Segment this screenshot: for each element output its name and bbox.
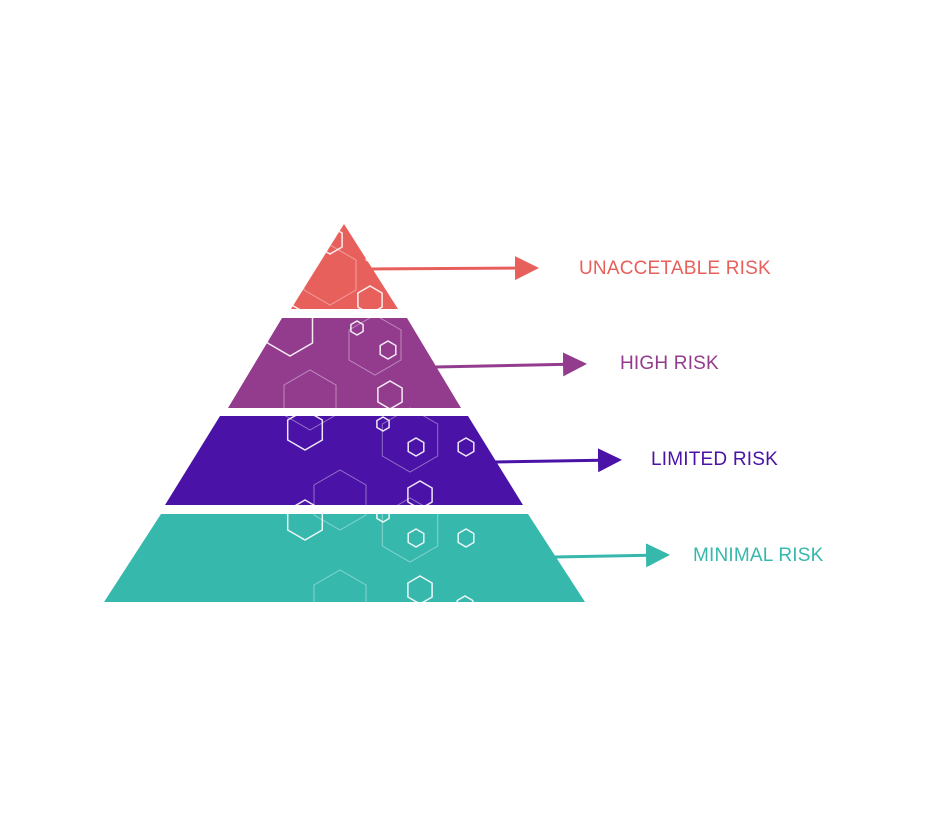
tier-label-limited: LIMITED RISK [651, 449, 778, 470]
tier-label-high: HIGH RISK [620, 353, 719, 374]
hexagon-decoration [357, 285, 383, 309]
tier-shape [291, 224, 398, 309]
arrow-minimal [554, 543, 670, 568]
hexagon-decoration [407, 528, 425, 548]
hexagon-decoration [456, 595, 474, 602]
hexagon-decoration [366, 245, 383, 265]
tier-shape [228, 318, 461, 408]
hexagon-decoration [379, 340, 397, 360]
hexagon-decoration [313, 469, 367, 505]
tier-shape [165, 416, 523, 505]
hexagon-decoration [283, 416, 337, 431]
hexagon-decoration [366, 245, 383, 265]
arrow-limited [494, 448, 622, 473]
hexagon-decoration [286, 514, 324, 541]
pyramid-tier-minimal [104, 245, 585, 602]
hexagon-decoration [407, 480, 433, 505]
pyramid-tier-high [228, 245, 461, 408]
hexagon-pattern [286, 245, 475, 602]
hexagon-decoration [313, 514, 367, 531]
hexagon-decoration [283, 369, 337, 408]
hexagon-decoration [457, 528, 475, 548]
hexagon-decoration [381, 416, 439, 473]
hexagon-decoration [407, 437, 425, 457]
arrow-unacceptable [369, 256, 539, 281]
hexagon-decoration [381, 514, 439, 563]
hexagon-decoration [376, 416, 390, 432]
hexagon-decoration [286, 416, 324, 451]
hexagon-decoration [365, 244, 385, 266]
tier-shape [104, 514, 585, 602]
hexagon-decoration [348, 318, 402, 376]
arrow-high [434, 352, 587, 377]
hexagon-decoration [407, 575, 433, 602]
tier-label-unacceptable: UNACCETABLE RISK [579, 258, 771, 279]
hexagon-pattern [266, 245, 439, 408]
hexagon-decoration [266, 318, 314, 357]
tier-label-minimal: MINIMAL RISK [693, 545, 824, 566]
hexagon-pattern [283, 245, 475, 505]
hexagon-decoration [376, 514, 390, 523]
hexagon-decoration [366, 245, 383, 265]
hexagon-decoration [377, 380, 403, 408]
hexagon-decoration [313, 569, 367, 602]
pyramid-tier-limited [165, 245, 523, 505]
hexagon-decoration [457, 437, 475, 457]
hexagon-decoration [350, 320, 364, 336]
